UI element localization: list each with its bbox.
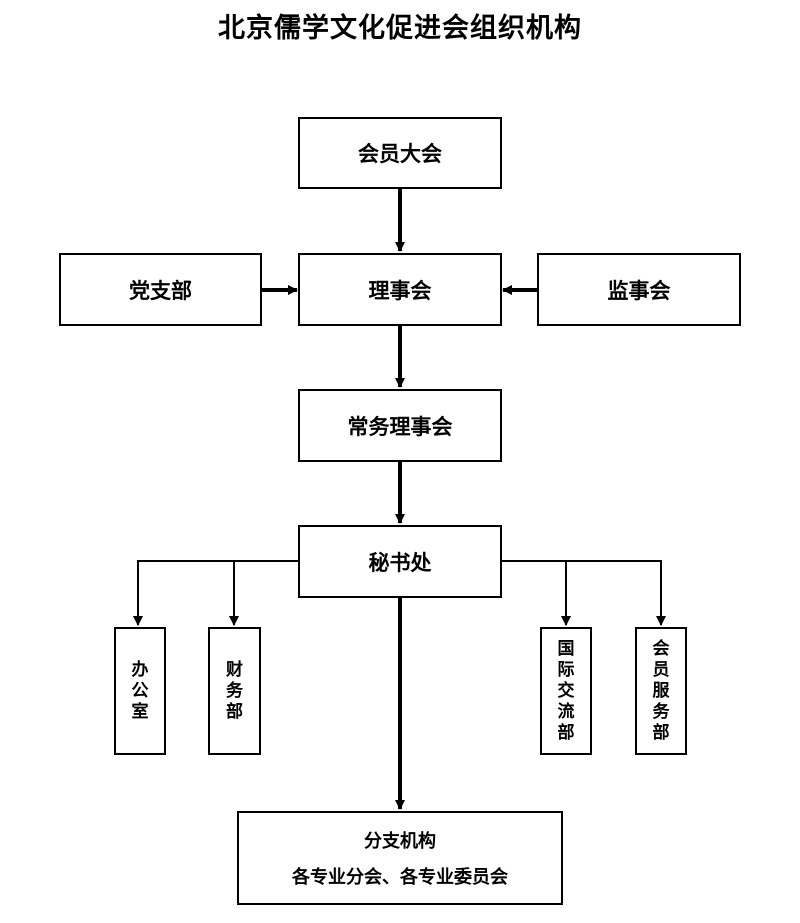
node-general-assembly: 会员大会	[298, 117, 502, 189]
node-branches: 分支机构 各专业分会、各专业委员会	[237, 811, 563, 905]
node-member-services-char: 服	[652, 680, 670, 701]
node-standing-council: 常务理事会	[298, 389, 502, 462]
node-supervisory-board: 监事会	[537, 253, 741, 326]
node-international-char: 部	[557, 722, 575, 743]
node-branches-title: 分支机构	[364, 831, 436, 852]
node-member-services-char: 员	[652, 659, 670, 680]
node-international-char: 流	[557, 701, 575, 722]
node-finance-char: 务	[226, 680, 243, 701]
node-international-char: 际	[557, 659, 575, 680]
node-member-services-char: 务	[652, 701, 670, 722]
node-council: 理事会	[298, 253, 502, 326]
node-party-branch: 党支部	[59, 253, 262, 326]
node-office-char: 办	[131, 659, 149, 680]
node-international-char: 交	[557, 680, 575, 701]
node-international-char: 国	[557, 638, 575, 659]
node-finance: 财 务 部	[208, 627, 261, 755]
node-branches-subtitle: 各专业分会、各专业委员会	[292, 867, 508, 888]
chart-title: 北京儒学文化促进会组织机构	[218, 13, 582, 44]
node-international: 国 际 交 流 部	[540, 627, 592, 755]
line-secretariat-right	[502, 560, 666, 626]
node-member-services: 会 员 服 务 部	[635, 627, 687, 755]
node-office: 办 公 室	[114, 627, 166, 755]
node-finance-char: 财	[226, 659, 243, 680]
node-office-char: 公	[131, 680, 149, 701]
line-secretariat-left	[133, 560, 298, 626]
node-member-services-char: 部	[652, 722, 670, 743]
node-finance-char: 部	[226, 701, 243, 722]
node-secretariat: 秘书处	[298, 525, 502, 598]
node-office-char: 室	[131, 701, 149, 722]
node-member-services-char: 会	[652, 638, 670, 659]
